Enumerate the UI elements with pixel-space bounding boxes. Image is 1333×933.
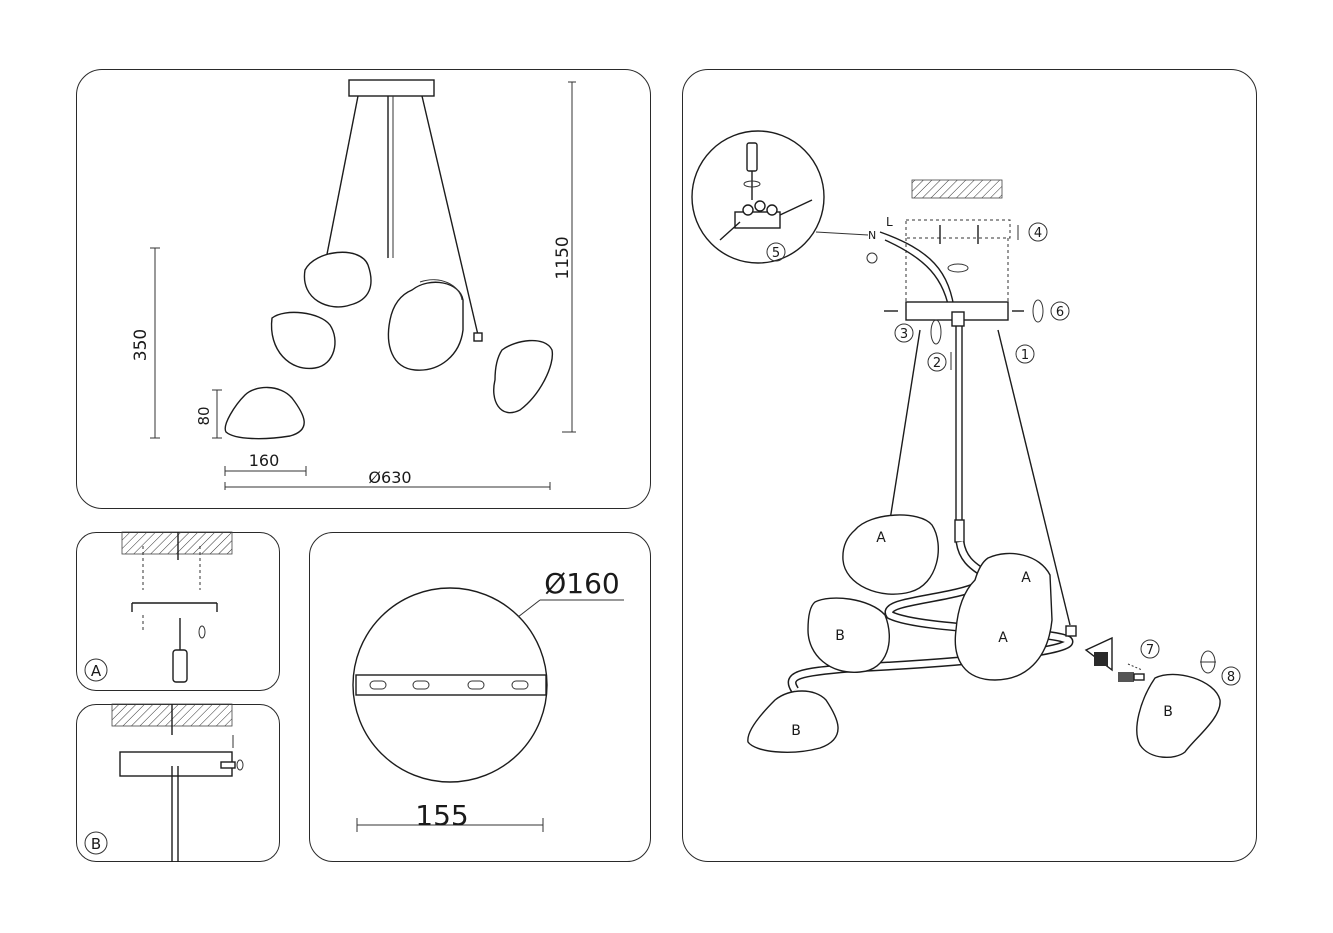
screwdriver-icon — [746, 142, 758, 200]
mount-slot — [412, 680, 430, 690]
canopy-box — [119, 751, 233, 777]
phase-label: L — [886, 215, 893, 229]
step-1-badge — [1015, 344, 1035, 364]
rotate-icon — [743, 180, 761, 188]
shade-b-right-label: B — [1163, 704, 1173, 720]
dim-shade-width-label: 160 — [249, 451, 280, 470]
rod-collar — [951, 311, 965, 327]
rotate-icon — [930, 319, 942, 345]
rod-joint — [954, 519, 965, 543]
step-6-label: 6 — [1056, 305, 1064, 320]
screwdriver-icon — [172, 618, 188, 683]
plate-circle — [352, 587, 548, 783]
plate-diameter-label: Ø160 — [544, 567, 619, 600]
step-4-badge — [1028, 222, 1048, 242]
insert-arrow — [1127, 663, 1143, 671]
shade-a-top — [303, 251, 372, 308]
mount-slot — [369, 680, 387, 690]
step-2-badge — [927, 352, 947, 372]
dim-diameter-label: Ø630 — [368, 468, 411, 487]
step-b-badge — [84, 831, 108, 855]
suspension-wire — [421, 95, 479, 336]
step-b-label: B — [91, 835, 101, 853]
step-2-label: 2 — [933, 356, 941, 371]
shade-b-left-label: B — [835, 628, 845, 644]
mount-slot — [511, 680, 529, 690]
shade-b-right — [493, 339, 554, 414]
rotate-icon — [947, 263, 969, 273]
shade-b-left — [270, 311, 336, 370]
step-8-label: 8 — [1227, 670, 1235, 685]
earth-icon — [866, 252, 878, 264]
dim-shade-height-label: 80 — [195, 406, 213, 425]
wire-clamp — [1065, 625, 1077, 637]
shade-a-front-label: A — [998, 630, 1008, 646]
step-a-label: A — [91, 662, 102, 680]
step-3-label: 3 — [900, 327, 908, 342]
ceiling-canopy — [348, 79, 435, 97]
step-5-label: 5 — [772, 246, 780, 261]
shade-b-left — [807, 597, 891, 673]
step-4-label: 4 — [1034, 226, 1042, 241]
step-5-badge — [766, 242, 786, 262]
step-3-badge — [894, 323, 914, 343]
step-7-label: 7 — [1146, 643, 1154, 658]
cap-ring — [1032, 299, 1044, 323]
terminal-block — [719, 199, 813, 241]
bulb-socket — [1094, 652, 1108, 666]
dim-height-total-label: 1150 — [553, 236, 573, 279]
ceiling-hatch — [911, 179, 1003, 199]
leader-line — [517, 599, 541, 618]
detail-leader — [815, 231, 869, 236]
suspension-wire — [889, 329, 921, 521]
neutral-label: N — [868, 229, 876, 242]
shade-a-top-label: A — [876, 530, 886, 546]
step-a-badge — [84, 658, 108, 682]
step-1-label: 1 — [1021, 348, 1029, 363]
shade-b-bottom-label: B — [791, 723, 801, 739]
plate-panel — [309, 532, 651, 862]
step-7-badge — [1140, 639, 1160, 659]
suspension-wire — [997, 329, 1071, 626]
bulb-icon — [1118, 672, 1145, 682]
shade-a-front — [954, 552, 1053, 681]
supply-wire — [879, 231, 956, 316]
ceiling-hatch — [121, 531, 233, 555]
dim-height-body-label: 350 — [131, 329, 151, 361]
mount-strip — [355, 674, 547, 696]
step-8-badge — [1221, 666, 1241, 686]
shade-a-top — [842, 514, 939, 595]
shade-a-front — [387, 281, 464, 371]
bracket-outline — [905, 219, 1011, 239]
shade-b-right — [1136, 673, 1221, 758]
bracket-width-label: 155 — [415, 799, 468, 832]
side-screw — [220, 761, 236, 769]
shade-b-bottom — [224, 386, 305, 440]
mount-slot — [467, 680, 485, 690]
wire-clamp — [473, 332, 483, 342]
step-6-badge — [1050, 301, 1070, 321]
detail-circle — [691, 130, 825, 264]
shade-a-back-label: A — [1021, 570, 1031, 586]
rotate-icon — [236, 759, 244, 771]
screw-icon — [198, 625, 206, 639]
shade-a-front-edge — [419, 279, 463, 301]
shade-b-bottom — [747, 690, 839, 753]
